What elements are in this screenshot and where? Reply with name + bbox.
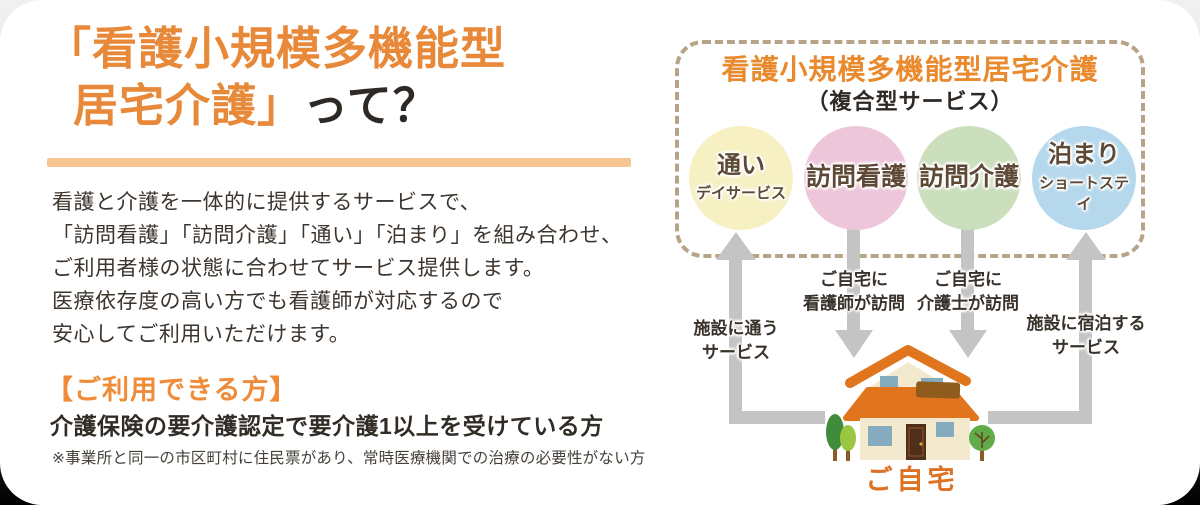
caption-kaigo: ご自宅に 介護士が訪問 — [888, 268, 1048, 316]
service-circle-homon-kango: 訪問看護 — [804, 126, 908, 230]
service-circle-tomari-label: 泊まり — [1048, 141, 1120, 169]
connector-right-horizontal — [988, 411, 1092, 424]
page-title-line1: 「看護小規模多機能型 — [46, 23, 507, 74]
description-line: 医療依存度の高い方でも看護師が対応するので — [52, 290, 504, 313]
service-circle-tomari-sublabel: ショートステイ — [1038, 174, 1129, 213]
arrow-up-kayoi-head — [716, 232, 756, 260]
arrow-kayoi-shaft — [729, 258, 742, 424]
service-circle-homon-kaigo-label: 訪問介護 — [918, 163, 1019, 192]
caption-shukuhaku: 施設に宿泊する サービス — [1001, 312, 1171, 360]
caption-kaigo-line2: 介護士が訪問 — [917, 294, 1019, 313]
service-description: 看護と介護を一体的に提供するサービスで、 「訪問看護」「訪問介護」「通い」「泊ま… — [52, 186, 623, 351]
caption-kayoi: 施設に通う サービス — [666, 317, 806, 365]
arrow-shukuhaku-shaft — [1079, 258, 1092, 424]
caption-shukuhaku-line1: 施設に宿泊する — [1026, 314, 1146, 333]
eligibility-text: 介護保険の要介護認定で要介護1以上を受けている方 — [50, 413, 604, 439]
home-label: ご自宅 — [865, 465, 959, 495]
diagram-subtitle: （複合型サービス） — [806, 89, 1014, 114]
description-line: 看護と介護を一体的に提供するサービスで、 — [52, 191, 482, 214]
eligibility-note: ※事業所と同一の市区町村に住民票があり、常時医療機関での治療の必要性がない方 — [52, 450, 646, 467]
eligibility-heading: 【ご利用できる方】 — [46, 375, 298, 405]
caption-kango: ご自宅に 看護師が訪問 — [774, 268, 934, 316]
arrow-kango-shaft — [847, 224, 860, 332]
caption-shukuhaku-line2: サービス — [1052, 338, 1120, 357]
title-divider-bar — [47, 158, 631, 167]
caption-kaigo-line1: ご自宅に — [934, 270, 1002, 289]
connector-left-horizontal — [729, 411, 825, 424]
arrow-kaigo-shaft — [961, 224, 974, 332]
home-illustration — [826, 345, 995, 461]
arrow-up-shukuhaku-head — [1066, 232, 1106, 260]
diagram-title: 看護小規模多機能型居宅介護 — [721, 54, 1099, 85]
arrow-down-kango-head — [835, 330, 873, 358]
caption-kayoi-line1: 施設に通う — [693, 319, 779, 338]
page-title-line2-orange: 居宅介護」 — [73, 80, 304, 131]
service-circle-kayoi-label: 通い — [717, 151, 765, 179]
service-circle-kayoi: 通い デイサービス — [689, 126, 793, 230]
page-title-line2: 居宅介護」って？ — [46, 77, 506, 134]
page-title: 「看護小規模多機能型 居宅介護」って？ — [46, 20, 506, 134]
description-line: 「訪問看護」「訪問介護」「通い」「泊まり」を組み合わせ、 — [52, 224, 623, 247]
caption-kango-line1: ご自宅に — [820, 270, 888, 289]
service-circle-tomari: 泊まり ショートステイ — [1032, 126, 1136, 230]
service-group-dashed-box — [675, 40, 1145, 258]
service-circle-homon-kango-label: 訪問看護 — [805, 163, 906, 192]
description-line: ご利用者様の状態に合わせてサービス提供します。 — [52, 257, 545, 280]
caption-kango-line2: 看護師が訪問 — [803, 294, 905, 313]
page-title-line2-black: って？ — [303, 80, 439, 131]
caption-kayoi-line2: サービス — [702, 343, 770, 362]
service-circle-homon-kaigo: 訪問介護 — [917, 126, 1021, 230]
service-circle-kayoi-sublabel: デイサービス — [695, 185, 786, 203]
arrow-down-kaigo-head — [949, 330, 987, 358]
description-line: 安心してご利用いただけます。 — [52, 323, 351, 346]
